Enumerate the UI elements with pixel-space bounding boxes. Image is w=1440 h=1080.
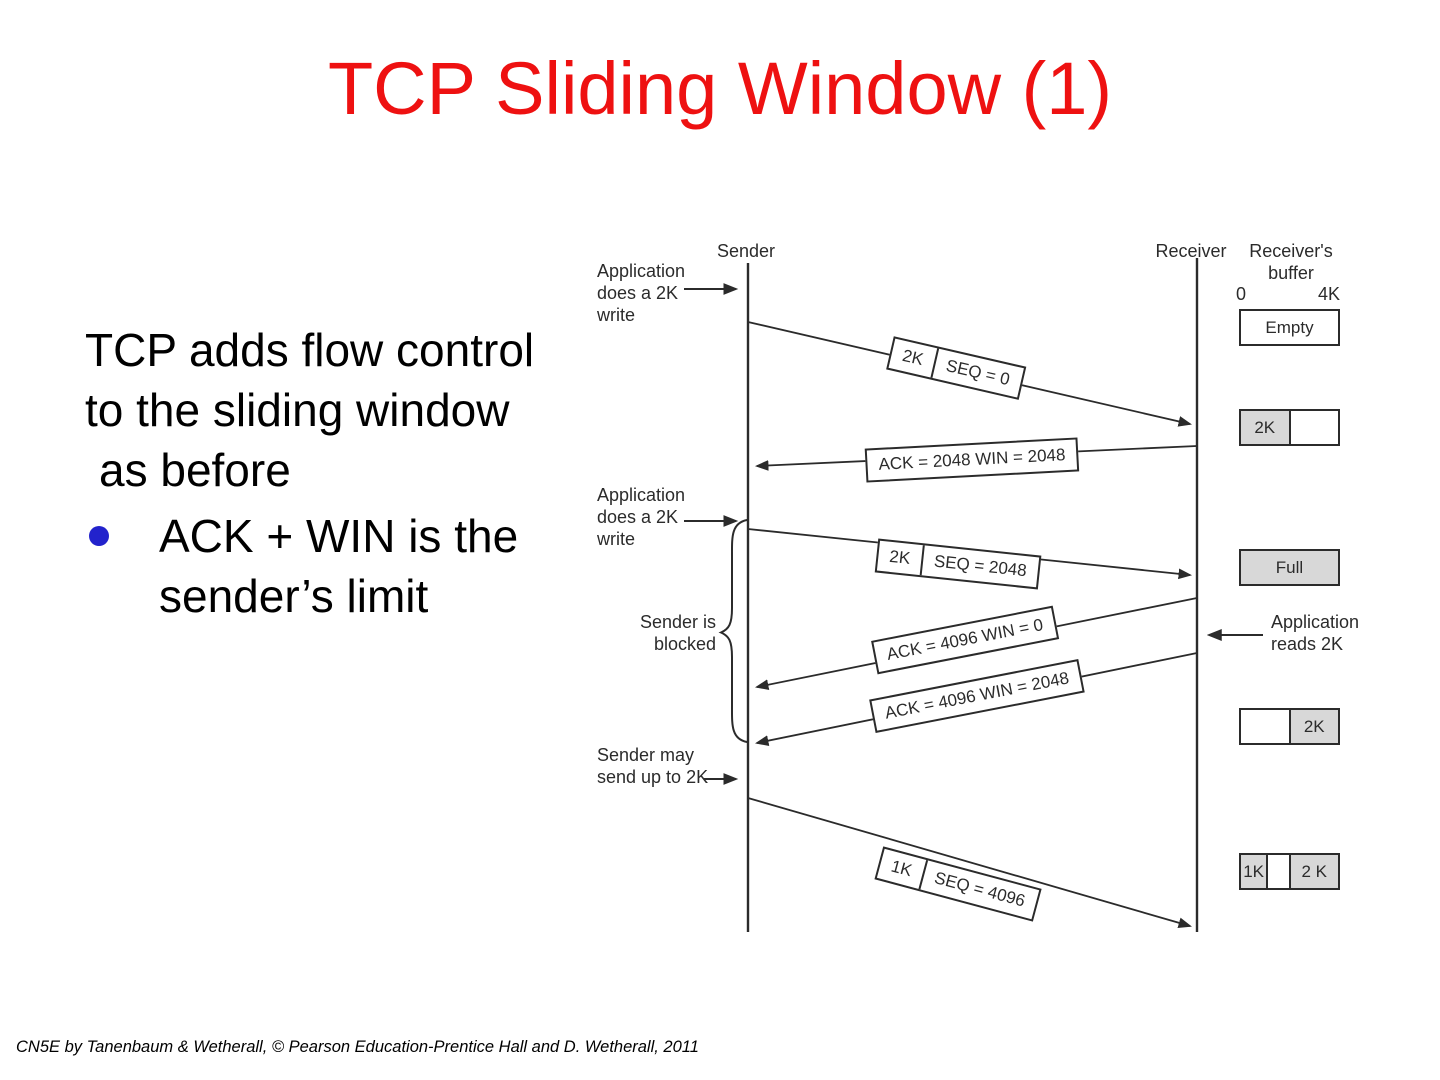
buffer-cell bbox=[1288, 411, 1339, 444]
sender-label: Sender bbox=[716, 241, 776, 261]
annotation-line: write bbox=[597, 305, 636, 325]
buffer-scale-0: 0 bbox=[1236, 284, 1247, 304]
bullet-item: ACK + WIN is the sender’s limit bbox=[85, 506, 534, 626]
annotation-line: does a 2K bbox=[597, 283, 679, 303]
blocked-brace bbox=[718, 519, 748, 743]
buffer-cell-label: Empty bbox=[1265, 317, 1314, 337]
receiver-buffer-heading-line: Receiver's bbox=[1249, 241, 1333, 261]
buffer-cell: 2K bbox=[1288, 710, 1338, 743]
buffer-cell-label: Full bbox=[1275, 557, 1304, 577]
arrow-seg-seq4096 bbox=[747, 797, 1192, 928]
buffer-scale-4k: 4K bbox=[1317, 284, 1340, 304]
message-size: 2K bbox=[900, 345, 926, 370]
receiver-buffer-heading-line: buffer bbox=[1268, 263, 1314, 283]
annotation-sender-may-send: Sender may send up to 2K bbox=[597, 744, 708, 788]
buffer-state-1k-gap-2k: 1K 2 K bbox=[1239, 853, 1340, 890]
annotation-line: Sender may bbox=[597, 745, 695, 765]
paragraph-line: to the sliding window bbox=[85, 384, 510, 436]
buffer-cell: 2K bbox=[1241, 411, 1289, 444]
buffer-cell: Full bbox=[1241, 551, 1338, 584]
message-size: 2K bbox=[888, 546, 912, 568]
annotation-app-write-1: Application does a 2K write bbox=[597, 260, 685, 326]
attribution-footer: CN5E by Tanenbaum & Wetherall, © Pearson… bbox=[16, 1038, 699, 1056]
annotation-line: write bbox=[597, 529, 636, 549]
annotation-line: reads 2K bbox=[1271, 634, 1344, 654]
page-title: TCP Sliding Window (1) bbox=[327, 47, 1113, 130]
buffer-cell bbox=[1241, 710, 1289, 743]
paragraph-line: as before bbox=[99, 444, 291, 496]
annotation-line: Application bbox=[1271, 612, 1360, 632]
annotation-app-write-2: Application does a 2K write bbox=[597, 484, 685, 550]
paragraph-line: TCP adds flow control bbox=[85, 324, 535, 376]
annotation-line: Sender is bbox=[639, 612, 716, 632]
receiver-buffer-heading: Receiver's buffer bbox=[1249, 240, 1332, 284]
buffer-state-full: Full bbox=[1239, 549, 1340, 586]
buffer-cell: Empty bbox=[1241, 311, 1338, 344]
buffer-scale: 0 4K bbox=[1236, 284, 1340, 305]
annotation-line: does a 2K bbox=[597, 507, 679, 527]
buffer-cell-label: 2K bbox=[1303, 716, 1325, 736]
bullet-line: ACK + WIN is the bbox=[159, 510, 519, 562]
body-text: TCP adds flow control to the sliding win… bbox=[85, 320, 534, 626]
bullet-line: sender’s limit bbox=[159, 570, 429, 622]
buffer-state-empty: Empty bbox=[1239, 309, 1340, 346]
annotation-line: Application bbox=[597, 485, 686, 505]
buffer-state-2k-front: 2K bbox=[1239, 409, 1340, 446]
receiver-label: Receiver bbox=[1155, 241, 1227, 261]
buffer-cell bbox=[1266, 855, 1288, 888]
annotation-line: send up to 2K bbox=[597, 767, 709, 787]
buffer-cell-label: 2 K bbox=[1301, 861, 1328, 881]
annotation-line: blocked bbox=[653, 634, 716, 654]
buffer-state-2k-back: 2K bbox=[1239, 708, 1340, 745]
annotation-sender-blocked: Sender is blocked bbox=[596, 611, 716, 655]
bullet-text: ACK + WIN is the sender’s limit bbox=[159, 506, 518, 626]
bullet-icon bbox=[89, 526, 109, 546]
buffer-cell-label: 2K bbox=[1254, 417, 1276, 437]
buffer-cell: 1K bbox=[1241, 855, 1267, 888]
annotation-app-reads: Application reads 2K bbox=[1271, 611, 1359, 655]
annotation-line: Application bbox=[597, 261, 686, 281]
buffer-cell-label: 1K bbox=[1243, 861, 1264, 881]
buffer-cell: 2 K bbox=[1288, 855, 1338, 888]
